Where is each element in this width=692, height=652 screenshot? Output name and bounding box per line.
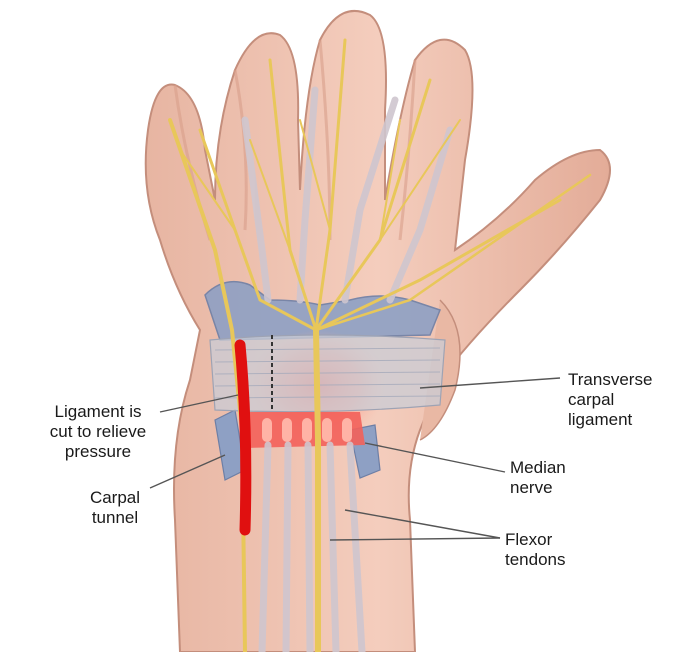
carpal-tunnel xyxy=(245,412,365,448)
label-ligament-cut: Ligament is cut to relieve pressure xyxy=(49,402,147,461)
flexor-tendons xyxy=(241,86,454,652)
median-nerve xyxy=(179,38,592,652)
transverse-ligament xyxy=(209,334,446,413)
incision-line xyxy=(234,339,252,536)
label-median-nerve: Median nerve xyxy=(510,458,566,497)
label-carpal-tunnel: Carpal tunnel xyxy=(89,488,141,527)
label-transverse-carpal-ligament: Transverse carpal ligament xyxy=(568,370,653,429)
leader-lines xyxy=(149,377,561,541)
label-flexor-tendons: Flexor tendons xyxy=(505,530,566,569)
